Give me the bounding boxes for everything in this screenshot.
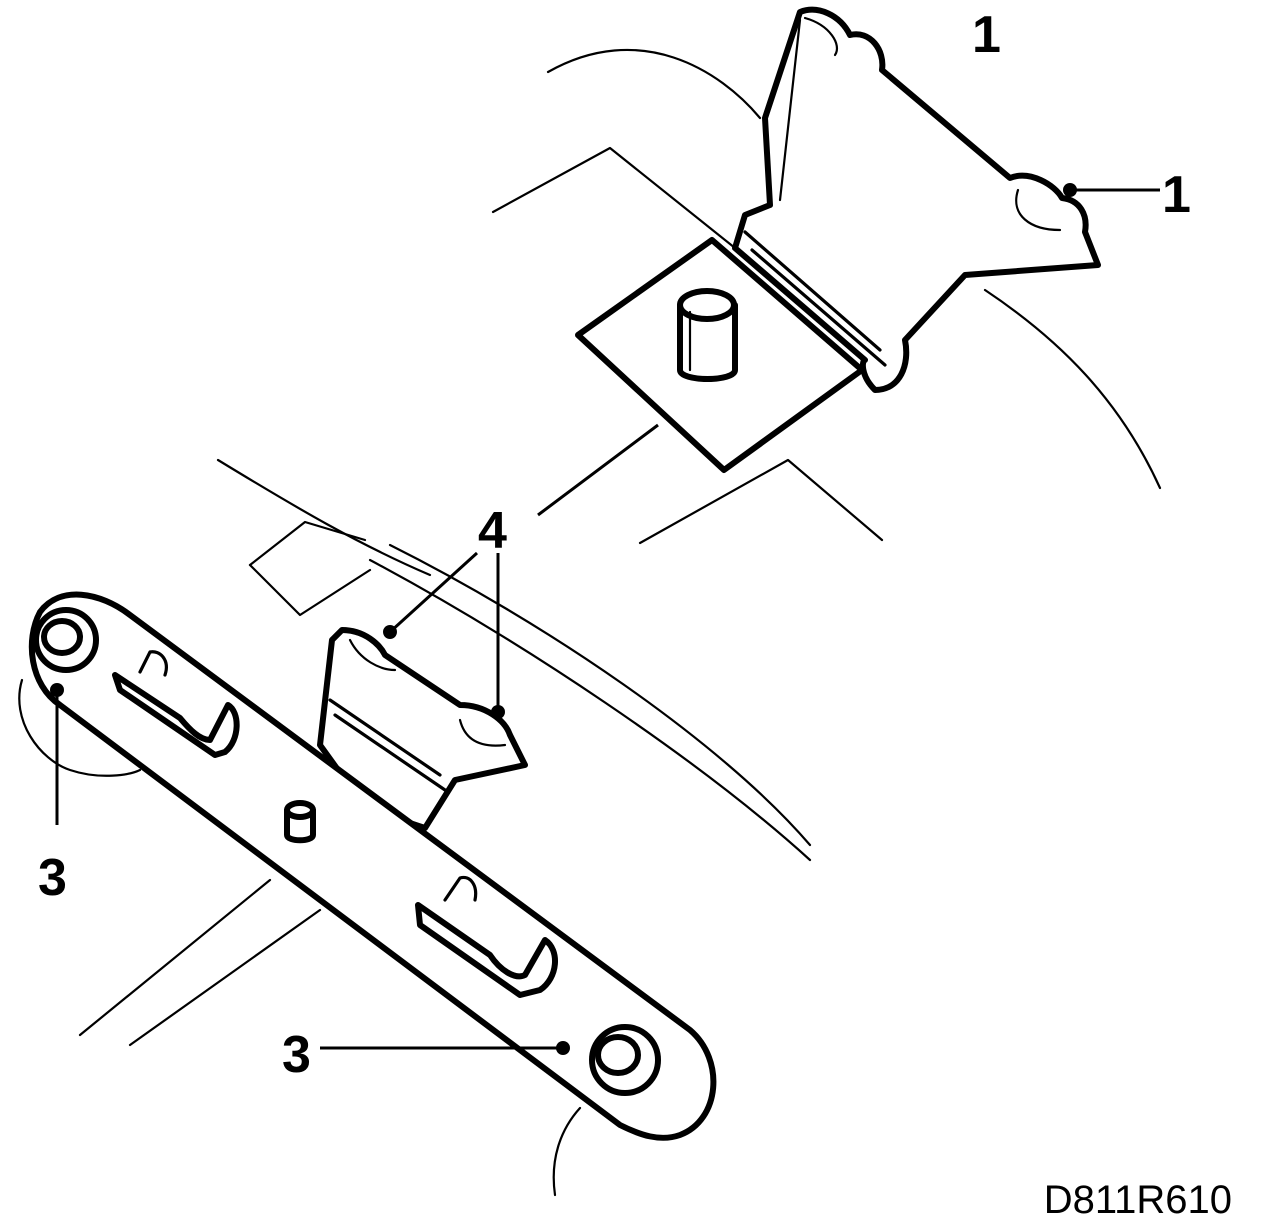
callout-1-top: 1 — [972, 6, 1001, 64]
figure-code: D811R610 — [1044, 1178, 1232, 1222]
callout-3-bottom: 3 — [282, 1026, 311, 1084]
upper-bracket-part — [575, 6, 1101, 473]
leader-lines — [50, 183, 1160, 1055]
callout-1-right: 1 — [1162, 166, 1191, 224]
background-contours — [18, 48, 1162, 1197]
callout-3-left: 3 — [38, 849, 67, 907]
callout-4: 4 — [478, 502, 507, 560]
long-strip-part — [28, 591, 717, 1141]
